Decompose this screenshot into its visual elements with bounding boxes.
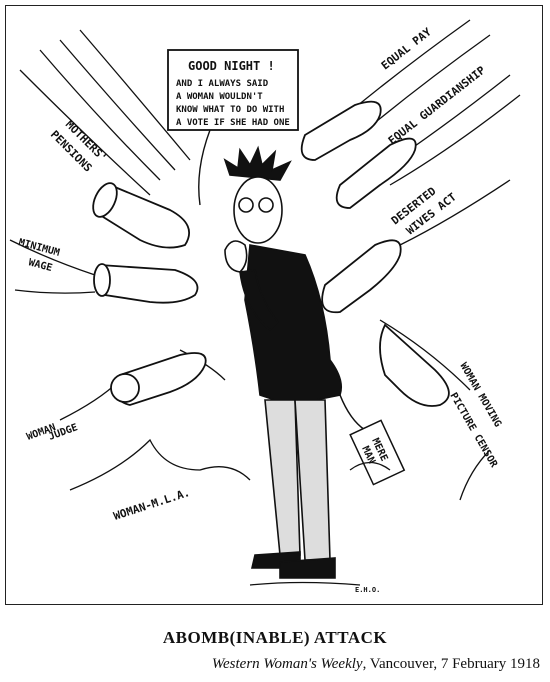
caption-title: ABOMB(INABLE) ATTACK (162, 628, 388, 647)
label-min-wage-2: WAGE (27, 257, 53, 274)
source-publication: Western Woman's Weekly (211, 656, 363, 672)
label-woman-mla: WOMAN-M.L.A. (112, 486, 192, 523)
speech-line-1: GOOD NIGHT ! (188, 59, 275, 73)
caption-source: Western Woman's Weekly, Vancouver, 7 Feb… (212, 656, 540, 673)
label-equal-guardianship: EQUAL GUARDIANSHIP (386, 63, 488, 147)
mere-man-tag (339, 394, 406, 486)
shell-equal-pay (300, 100, 382, 161)
speech-bubble (167, 49, 299, 206)
speech-line-2: AND I ALWAYS SAID (176, 79, 269, 89)
shell-equal-guardianship (335, 137, 417, 209)
shell-mothers-pensions (92, 182, 190, 249)
label-equal-pay: EQUAL PAY (379, 25, 434, 72)
shell-minimum-wage (93, 263, 199, 304)
shell-woman-judge (110, 352, 207, 406)
speech-line-5: A VOTE IF SHE HAD ONE (176, 118, 290, 128)
shell-censor (379, 323, 450, 407)
artist-signature: E.H.O. (355, 586, 380, 594)
speech-line-3: A WOMAN WOULDN'T (176, 92, 263, 102)
label-min-wage-1: MINIMUM (17, 237, 61, 259)
shell-deserted-wives (321, 239, 402, 314)
source-details: , Vancouver, 7 February 1918 (362, 656, 540, 672)
cartoon-frame (5, 5, 543, 605)
ground-debris (69, 438, 391, 586)
man-figure (223, 145, 343, 579)
speech-line-4: KNOW WHAT TO DO WITH (176, 105, 284, 115)
